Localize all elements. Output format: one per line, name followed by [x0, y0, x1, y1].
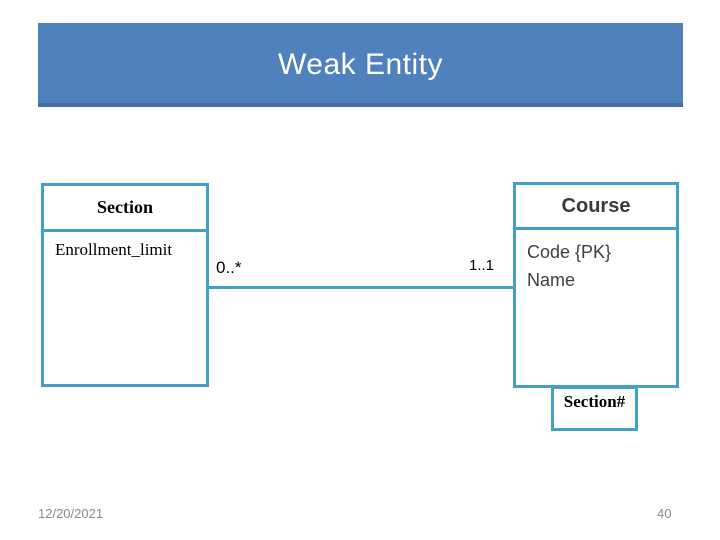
attribute-code-pk: Code {PK} [527, 242, 612, 262]
entity-course-body: Code {PK} Name [516, 230, 676, 294]
weak-key-label: Section# [563, 392, 626, 411]
entity-section-header: Section [44, 186, 206, 232]
relationship-line [209, 286, 514, 289]
multiplicity-section-end: 0..* [216, 258, 242, 277]
entity-course-name: Course [561, 194, 631, 217]
entity-course: Course Code {PK} Name [513, 182, 679, 388]
slide-title-bar: Weak Entity [38, 23, 683, 107]
slide-page-number: 40 [657, 506, 672, 521]
entity-section-name: Section [97, 197, 153, 217]
weak-key-box: Section# [551, 386, 638, 431]
attribute-enrollment-limit: Enrollment_limit [55, 240, 173, 259]
entity-section-body: Enrollment_limit [44, 232, 206, 260]
entity-course-header: Course [516, 185, 676, 230]
slide-date: 12/20/2021 [38, 506, 104, 521]
entity-section: Section Enrollment_limit [41, 183, 209, 387]
multiplicity-course-end: 1..1 [469, 257, 495, 274]
slide-title: Weak Entity [277, 48, 443, 81]
attribute-name: Name [527, 270, 576, 290]
